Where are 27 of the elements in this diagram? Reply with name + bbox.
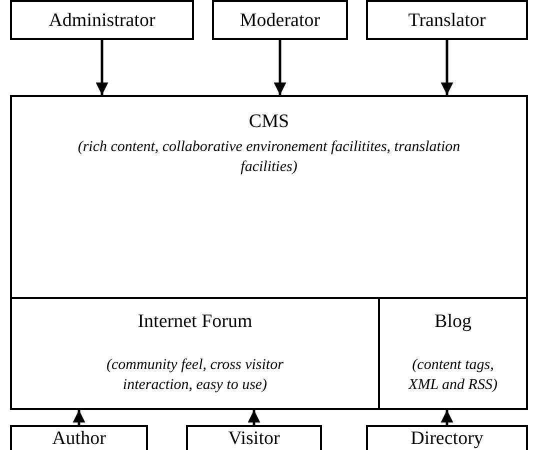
box-description: (content tags, XML and RSS) xyxy=(407,356,498,395)
actor-box xyxy=(212,0,348,40)
box-title: Translator xyxy=(408,10,486,32)
box-title: Administrator xyxy=(48,10,156,32)
arrow xyxy=(248,410,260,425)
component-box xyxy=(378,297,528,410)
box-title: Internet Forum xyxy=(138,311,252,333)
box-title: CMS xyxy=(248,111,290,133)
box-title: Author xyxy=(52,428,106,450)
actor-box xyxy=(186,425,322,450)
box-title: Visitor xyxy=(228,428,280,450)
actor-box xyxy=(366,0,528,40)
box-title: Moderator xyxy=(240,10,320,32)
box-description: (rich content, collaborative environement facilitites, translation facilities) xyxy=(76,138,462,177)
component-box xyxy=(10,95,528,299)
actor-box xyxy=(10,425,148,450)
arrow xyxy=(96,40,108,95)
actor-box xyxy=(10,0,194,40)
component-box xyxy=(10,297,380,410)
arrow xyxy=(274,40,286,95)
arrow xyxy=(440,40,454,95)
actor-box xyxy=(366,425,528,450)
box-title: Directory xyxy=(410,428,484,450)
arrow xyxy=(72,410,86,425)
box-title: Blog xyxy=(434,311,472,333)
arrow xyxy=(440,410,454,425)
box-description: (community feel, cross visitor interaction, easy to use) xyxy=(106,356,284,395)
